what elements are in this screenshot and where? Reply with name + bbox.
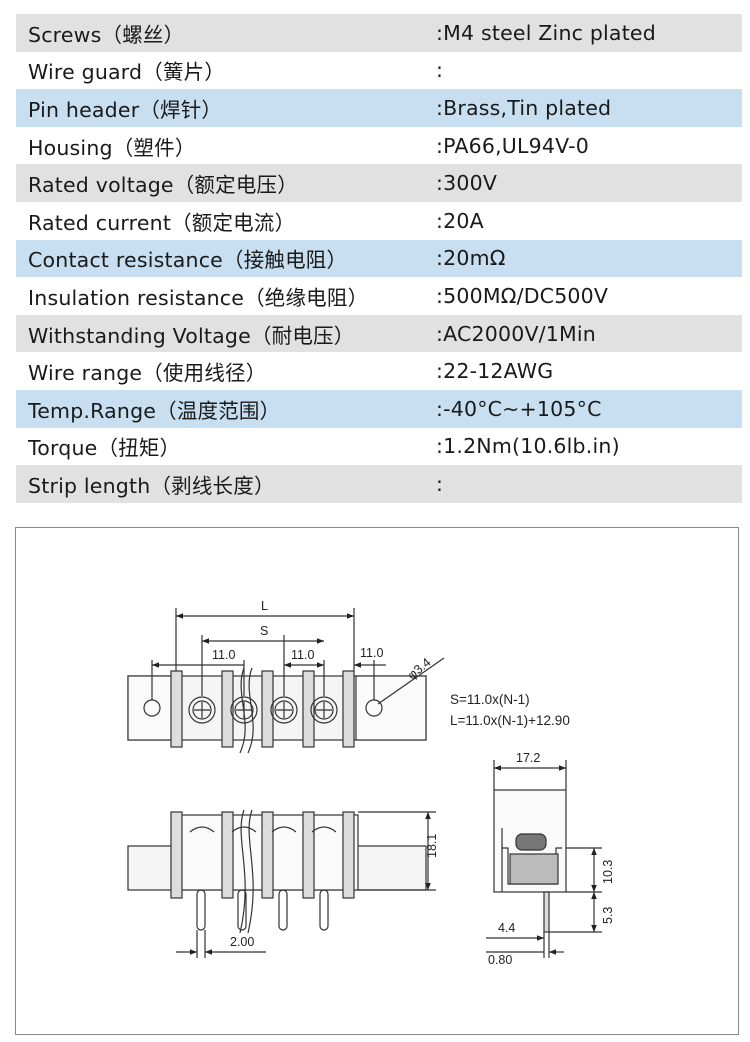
screw-icon bbox=[515, 833, 547, 851]
spec-label: Insulation resistance（绝缘电阻） bbox=[28, 285, 369, 310]
break-line bbox=[239, 809, 246, 934]
dim-pin-offset: 4.4 bbox=[498, 921, 515, 935]
spec-value: : bbox=[436, 471, 444, 496]
dim-pitch-2: 11.0 bbox=[291, 648, 314, 662]
spec-label: Rated voltage（额定电压） bbox=[28, 173, 298, 198]
top-view bbox=[127, 608, 445, 754]
spec-row: Rated current（额定电流） :20A bbox=[16, 201, 742, 240]
hole-leader bbox=[377, 657, 445, 705]
screw-icon bbox=[188, 696, 216, 724]
dim-side-height: 10.3 bbox=[601, 860, 615, 884]
spec-label: Strip length（剥线长度） bbox=[28, 473, 275, 498]
spec-row: Screws（螺丝） :M4 steel Zinc plated bbox=[16, 14, 742, 52]
spec-row: Strip length（剥线长度）: bbox=[16, 465, 742, 503]
spec-value: : bbox=[436, 58, 444, 83]
spec-value: :500MΩ/DC500V bbox=[436, 283, 609, 308]
spec-label: Wire range（使用线径） bbox=[28, 361, 267, 386]
break-line bbox=[247, 809, 254, 934]
spec-row: Housing（塑件） :PA66,UL94V-0 bbox=[16, 126, 742, 165]
spec-row: Temp.Range（温度范围） :-40°C~+105°C bbox=[16, 389, 742, 428]
spec-row: Torque（扭矩） :1.2Nm(10.6lb.in) bbox=[16, 427, 742, 466]
dim-L-text: L bbox=[261, 599, 268, 613]
barrier bbox=[221, 811, 234, 899]
barrier bbox=[302, 670, 315, 748]
spec-value: :Brass,Tin plated bbox=[436, 95, 612, 120]
spec-row: Pin header（焊针） :Brass,Tin plated bbox=[16, 89, 742, 127]
dim-pin-thickness: 0.80 bbox=[488, 953, 512, 967]
spec-value: :1.2Nm(10.6lb.in) bbox=[436, 434, 620, 459]
barrier bbox=[261, 811, 274, 899]
spec-label: Housing（塑件） bbox=[28, 135, 196, 160]
side-view bbox=[486, 760, 602, 958]
barrier bbox=[221, 670, 234, 748]
dim-side-width: 17.2 bbox=[516, 751, 540, 765]
spec-value: :M4 steel Zinc plated bbox=[436, 20, 656, 45]
spec-label: Contact resistance（接触电阻） bbox=[28, 248, 348, 273]
pin bbox=[196, 889, 206, 931]
spec-value: :20A bbox=[436, 208, 484, 233]
barrier bbox=[342, 670, 355, 748]
dim-height-total: 18.1 bbox=[425, 834, 439, 858]
screw-icon bbox=[310, 696, 338, 724]
spec-value: :AC2000V/1Min bbox=[436, 321, 597, 346]
spec-row: Insulation resistance（绝缘电阻） :500MΩ/DC500V bbox=[16, 277, 742, 315]
spec-label: Temp.Range（温度范围） bbox=[28, 398, 281, 423]
break-line bbox=[247, 667, 254, 754]
spec-label: Pin header（焊针） bbox=[28, 97, 223, 122]
spec-value: :-40°C~+105°C bbox=[436, 396, 602, 421]
spec-label: Torque（扭矩） bbox=[28, 436, 181, 461]
mounting-ear-right bbox=[355, 675, 427, 741]
spec-row: Contact resistance（接触电阻） :20mΩ bbox=[16, 239, 742, 278]
spec-value: :300V bbox=[436, 171, 498, 196]
barrier bbox=[170, 811, 183, 899]
barrier bbox=[261, 670, 274, 748]
pin bbox=[543, 891, 550, 933]
dim-pin-spacing: 2.00 bbox=[230, 935, 254, 949]
spec-row: Wire range（使用线径） :22-12AWG bbox=[16, 352, 742, 390]
spec-row: Wire guard（簧片）: bbox=[16, 51, 742, 90]
break-line bbox=[239, 667, 246, 754]
pin bbox=[319, 889, 329, 931]
spec-row: Rated voltage（额定电压） :300V bbox=[16, 164, 742, 202]
dim-end-offset: 11.0 bbox=[360, 646, 383, 660]
spec-value: :20mΩ bbox=[436, 246, 506, 271]
technical-drawing: L S 11.0 11.0 11.0 φ3.4 S=11.0x(N-1) L=1… bbox=[15, 527, 739, 1035]
formula-L: L=11.0x(N-1)+12.90 bbox=[450, 713, 570, 728]
screw-icon bbox=[270, 696, 298, 724]
barrier bbox=[170, 670, 183, 748]
dim-pitch-1: 11.0 bbox=[212, 648, 235, 662]
spec-label: Wire guard（簧片） bbox=[28, 60, 226, 85]
spec-value: :PA66,UL94V-0 bbox=[436, 133, 589, 158]
barrier bbox=[342, 811, 355, 899]
dim-pin-length: 5.3 bbox=[601, 907, 615, 924]
dim-S-text: S bbox=[260, 624, 268, 638]
spec-label: Screws（螺丝） bbox=[28, 22, 185, 47]
spec-label: Withstanding Voltage（耐电压） bbox=[28, 323, 355, 348]
pin bbox=[278, 889, 288, 931]
formula-S: S=11.0x(N-1) bbox=[450, 692, 530, 707]
spec-row: Withstanding Voltage（耐电压） :AC2000V/1Min bbox=[16, 314, 742, 353]
barrier bbox=[302, 811, 315, 899]
pin bbox=[237, 889, 247, 931]
front-view bbox=[127, 809, 436, 958]
spec-value: :22-12AWG bbox=[436, 359, 554, 384]
drawing-svg: L S 11.0 11.0 11.0 φ3.4 S=11.0x(N-1) L=1… bbox=[127, 599, 615, 967]
spec-label: Rated current（额定电流） bbox=[28, 210, 296, 235]
